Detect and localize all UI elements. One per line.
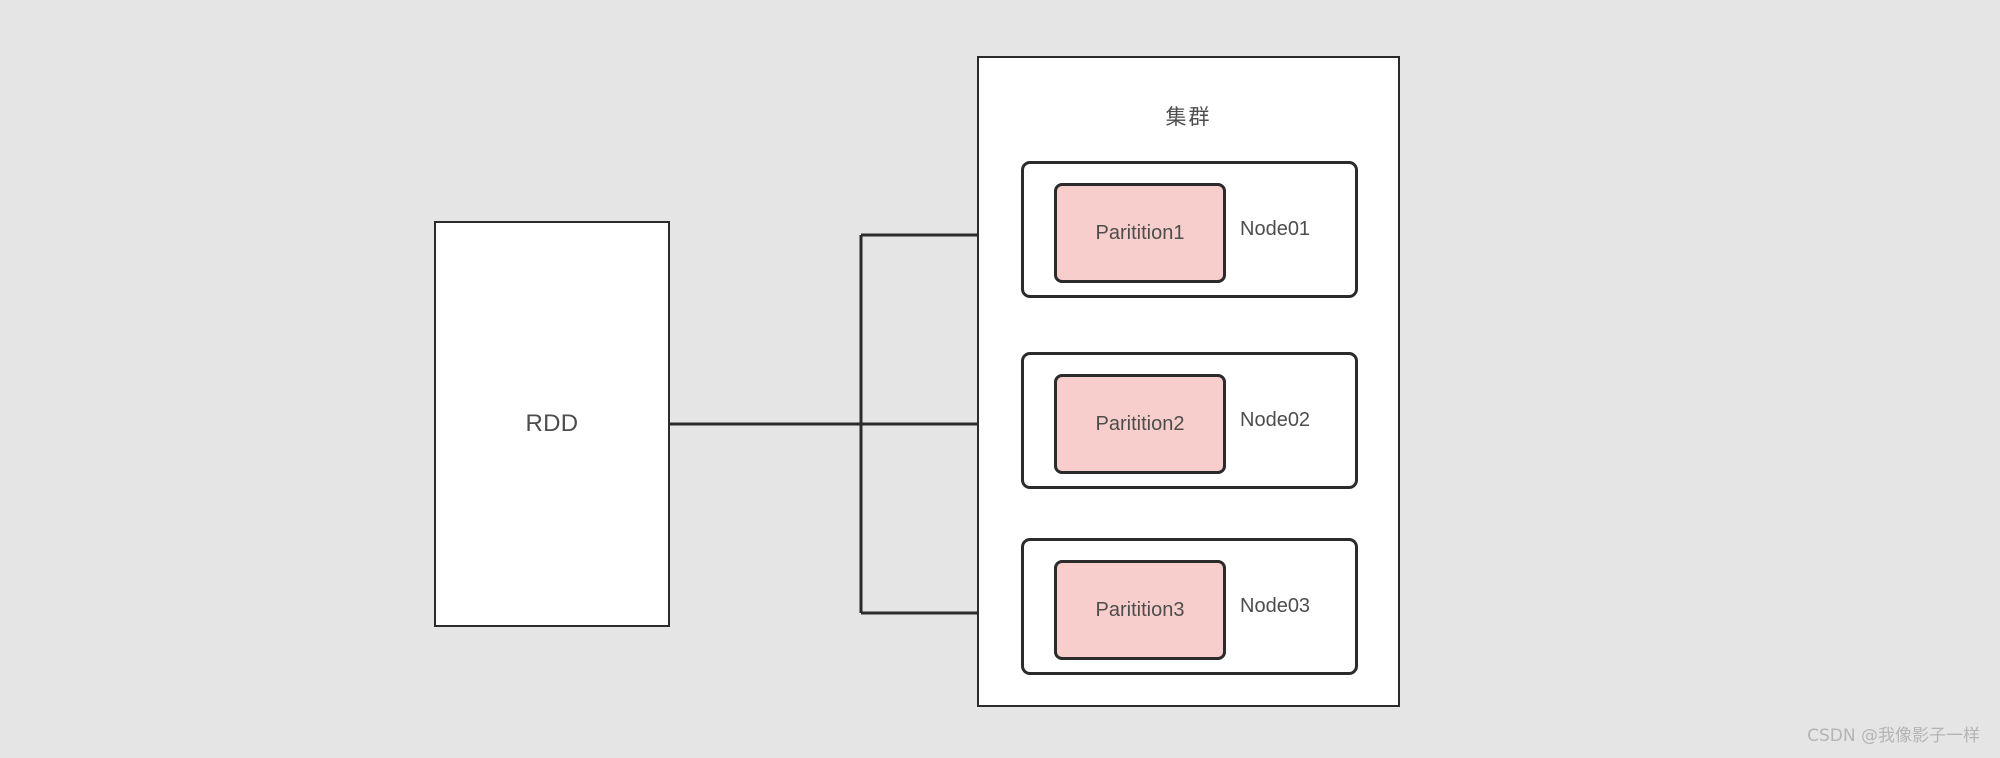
partition-box-1[interactable]: Paritition1 bbox=[1054, 183, 1226, 283]
rdd-label: RDD bbox=[525, 410, 579, 437]
partition-label-1: Paritition1 bbox=[1095, 221, 1185, 244]
partition-label-2: Paritition2 bbox=[1095, 412, 1185, 435]
partition-label-3: Paritition3 bbox=[1095, 598, 1185, 621]
node-box-03[interactable]: Paritition3 Node03 bbox=[1021, 538, 1358, 675]
node-label-03: Node03 bbox=[1240, 595, 1311, 617]
node-box-02[interactable]: Paritition2 Node02 bbox=[1021, 352, 1358, 489]
rdd-box[interactable]: RDD bbox=[434, 221, 670, 627]
csdn-watermark: CSDN @我像影子一样 bbox=[1807, 726, 1980, 746]
partition-box-3[interactable]: Paritition3 bbox=[1054, 560, 1226, 660]
node-label-02: Node02 bbox=[1240, 409, 1311, 431]
node-label-01: Node01 bbox=[1240, 218, 1311, 240]
node-box-01[interactable]: Paritition1 Node01 bbox=[1021, 161, 1358, 298]
partition-box-2[interactable]: Paritition2 bbox=[1054, 374, 1226, 474]
cluster-title: 集群 bbox=[1165, 105, 1212, 129]
